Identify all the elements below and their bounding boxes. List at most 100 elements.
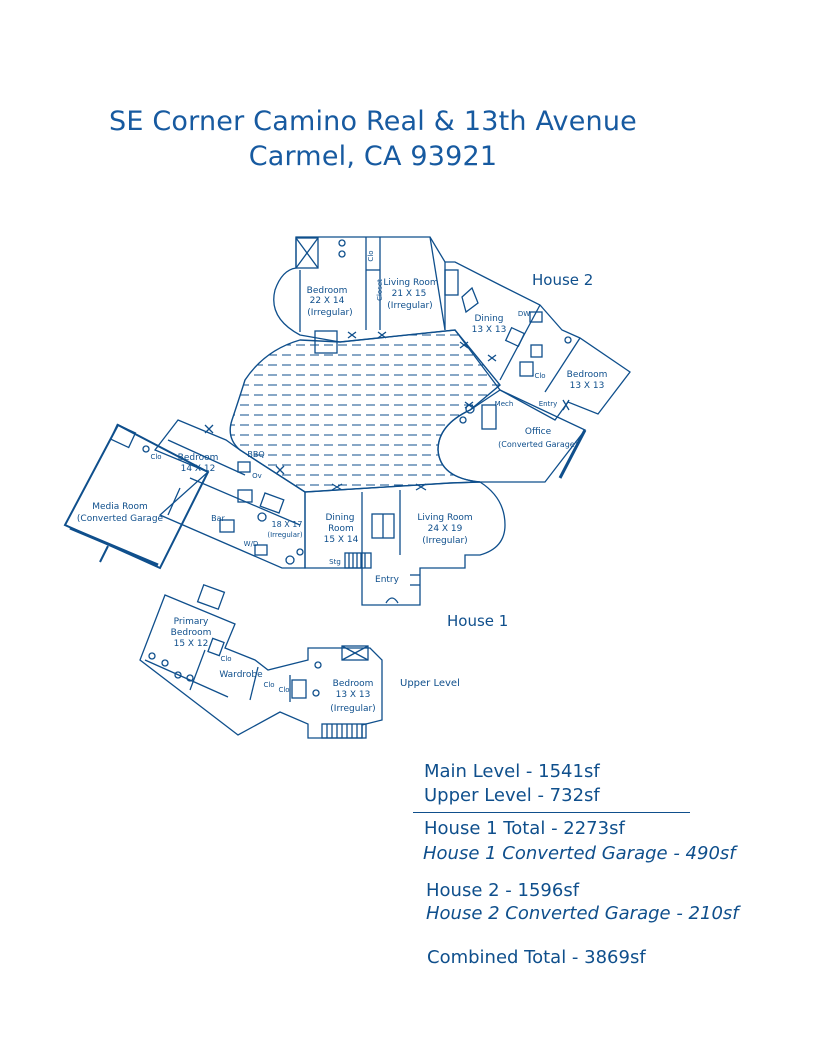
range-icon bbox=[237, 489, 253, 503]
toilet-icon bbox=[338, 250, 346, 258]
clo-label: Clo bbox=[263, 681, 274, 689]
clo-label: Clo bbox=[150, 453, 161, 461]
dw-label: DW bbox=[518, 310, 530, 318]
door-icon bbox=[487, 354, 497, 362]
family-room-note: (Irregular) bbox=[267, 531, 303, 539]
stg-label: Stg bbox=[329, 558, 341, 566]
primary-bedroom-size: 15 X 12 bbox=[174, 639, 209, 649]
door-icon bbox=[415, 483, 427, 491]
door-icon bbox=[204, 424, 214, 434]
bedroom-size: 13 X 13 bbox=[570, 381, 605, 391]
bedroom-size: 22 X 14 bbox=[310, 296, 345, 306]
fireplace-icon bbox=[444, 269, 459, 296]
bedroom-size: 13 X 13 bbox=[336, 690, 371, 700]
appliance-icon bbox=[219, 519, 235, 533]
combined-total-area: Combined Total - 3869sf bbox=[427, 947, 646, 968]
house-2-label: House 2 bbox=[532, 271, 593, 289]
door-icon bbox=[347, 331, 357, 339]
house2-garage-area: House 2 Converted Garage - 210sf bbox=[426, 903, 739, 924]
sink-icon bbox=[148, 652, 156, 660]
door-icon bbox=[459, 341, 469, 349]
chair-icon bbox=[461, 286, 479, 314]
house-1-main bbox=[63, 419, 506, 606]
upper-level bbox=[139, 583, 383, 739]
dining-room-size: 15 X 14 bbox=[324, 535, 359, 545]
courtyard bbox=[229, 329, 501, 493]
range-icon bbox=[530, 344, 543, 358]
dining-room-label: Dining bbox=[325, 513, 354, 523]
living-room-note: (Irregular) bbox=[422, 536, 467, 546]
house-1-label: House 1 bbox=[447, 612, 508, 630]
tub-icon bbox=[291, 679, 307, 699]
appliance-icon bbox=[481, 404, 497, 430]
bar-label: Bar bbox=[211, 514, 225, 523]
closet-label: Closet bbox=[376, 279, 384, 301]
bbq-icon bbox=[237, 461, 251, 473]
media-room-label: Media Room bbox=[92, 502, 148, 512]
house-2 bbox=[273, 236, 631, 483]
house1-garage-area: House 1 Converted Garage - 490sf bbox=[423, 843, 736, 864]
clo-label: Clo bbox=[278, 686, 289, 694]
door-icon bbox=[562, 399, 570, 411]
house1-total-area: House 1 Total - 2273sf bbox=[424, 818, 625, 839]
house1-wing bbox=[153, 419, 306, 569]
primary-bedroom-label: Primary bbox=[174, 617, 209, 627]
living-room-size: 21 X 15 bbox=[392, 289, 427, 299]
entry-label: Entry bbox=[375, 575, 400, 585]
mech-label: Mech bbox=[495, 400, 514, 408]
island-icon bbox=[259, 492, 285, 514]
house1-center bbox=[304, 481, 506, 606]
bedroom-label: Bedroom bbox=[333, 679, 374, 689]
living-room-note: (Irregular) bbox=[387, 301, 432, 311]
media-room-note: (Converted Garage bbox=[77, 514, 164, 524]
office-label: Office bbox=[525, 427, 552, 437]
dining-room-label-2: Room bbox=[328, 524, 354, 534]
entry-small-label: Entry bbox=[539, 400, 558, 408]
door-icon bbox=[377, 331, 387, 339]
wd-label: W/D bbox=[244, 540, 259, 548]
sink-icon bbox=[564, 336, 572, 344]
sink-icon bbox=[338, 239, 346, 247]
clo-label: Clo bbox=[534, 372, 545, 380]
house2-outline bbox=[273, 236, 631, 421]
address-line-2: Carmel, CA 93921 bbox=[248, 141, 498, 172]
toilet-icon bbox=[186, 674, 194, 682]
divider bbox=[413, 812, 690, 813]
living-room-size: 24 X 19 bbox=[428, 524, 463, 534]
ov-label: Ov bbox=[252, 472, 262, 480]
table-icon bbox=[504, 326, 526, 348]
bbq-label: BBQ bbox=[247, 450, 264, 459]
door-icon bbox=[464, 401, 474, 409]
door-icon bbox=[331, 483, 343, 491]
tub-icon bbox=[207, 637, 225, 657]
media-room-outline bbox=[63, 423, 210, 570]
address-line-1: SE Corner Camino Real & 13th Avenue bbox=[109, 106, 637, 137]
dining-label: Dining bbox=[474, 314, 503, 324]
upper-outline bbox=[139, 594, 383, 739]
living-room-label: Living Room bbox=[417, 513, 472, 523]
fridge-icon bbox=[519, 361, 534, 377]
shower-icon bbox=[295, 237, 319, 269]
dining-size: 13 X 13 bbox=[472, 325, 507, 335]
bedroom-note: (Irregular) bbox=[307, 308, 352, 318]
toilet-icon bbox=[285, 555, 295, 565]
stairs-icon bbox=[321, 723, 367, 739]
range-icon bbox=[529, 311, 543, 323]
fireplace-icon bbox=[314, 330, 338, 354]
family-room-size: 18 X 17 bbox=[272, 520, 303, 529]
main-level-area: Main Level - 1541sf bbox=[424, 761, 600, 782]
upper-level-label: Upper Level bbox=[400, 678, 460, 689]
upper-level-area: Upper Level - 732sf bbox=[424, 785, 600, 806]
clo-label: Clo bbox=[367, 250, 375, 261]
washer-icon bbox=[254, 544, 268, 556]
balcony-icon bbox=[341, 645, 369, 661]
clo-label: Clo bbox=[220, 655, 231, 663]
bedroom-label: Bedroom bbox=[307, 286, 348, 296]
sink-icon bbox=[314, 661, 322, 669]
house2-area: House 2 - 1596sf bbox=[426, 880, 580, 901]
bedroom-label: Bedroom bbox=[178, 453, 219, 463]
bedroom-size: 14 X 12 bbox=[181, 464, 216, 474]
skylight-icon bbox=[196, 583, 226, 611]
office-note: (Converted Garage) bbox=[498, 440, 578, 449]
